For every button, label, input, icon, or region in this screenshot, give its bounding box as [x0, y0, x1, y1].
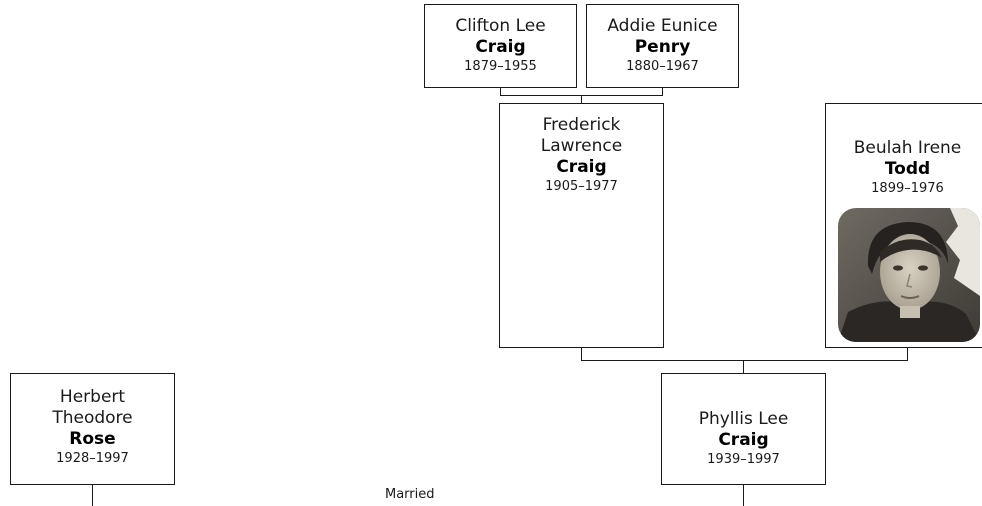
connector-phyllis-down — [743, 484, 744, 506]
given-name: Frederick Lawrence — [540, 115, 623, 156]
life-dates: 1879–1955 — [464, 59, 537, 74]
surname: Penry — [634, 37, 691, 57]
person-card-herbert-theodore-rose[interactable]: Herbert Theodore Rose 1928–1997 — [10, 373, 175, 485]
connector-parents-couple — [581, 360, 908, 361]
life-dates: 1880–1967 — [626, 59, 699, 74]
life-dates: 1939–1997 — [707, 452, 780, 467]
life-dates: 1899–1976 — [871, 181, 944, 196]
surname: Rose — [69, 429, 116, 449]
given-name: Addie Eunice — [607, 16, 718, 36]
surname: Todd — [884, 159, 931, 179]
portrait-photo — [838, 208, 980, 342]
life-dates: 1905–1977 — [545, 179, 618, 194]
person-card-beulah-irene-todd[interactable]: Beulah Irene Todd 1899–1976 — [825, 103, 982, 348]
surname: Craig — [718, 430, 769, 450]
given-name: Clifton Lee — [455, 16, 546, 36]
person-card-phyllis-lee-craig[interactable]: Phyllis Lee Craig 1939–1997 — [661, 373, 826, 485]
connector-herbert-down — [92, 484, 93, 506]
given-name: Beulah Irene — [853, 138, 962, 158]
relationship-label: Married — [385, 487, 435, 502]
given-name: Herbert Theodore — [52, 387, 133, 428]
life-dates: 1928–1997 — [56, 451, 129, 466]
connector-to-frederick — [581, 95, 582, 103]
person-card-clifton-lee-craig[interactable]: Clifton Lee Craig 1879–1955 — [424, 4, 577, 88]
given-name: Phyllis Lee — [698, 409, 789, 429]
person-card-addie-eunice-penry[interactable]: Addie Eunice Penry 1880–1967 — [586, 4, 739, 88]
connector-to-phyllis — [743, 360, 744, 373]
connector-beulah-down — [907, 347, 908, 360]
surname: Craig — [556, 157, 607, 177]
connector-addie-down — [662, 87, 663, 95]
person-card-frederick-lawrence-craig[interactable]: Frederick Lawrence Craig 1905–1977 — [499, 103, 664, 348]
surname: Craig — [475, 37, 526, 57]
portrait-image — [838, 208, 980, 342]
connector-frederick-down — [581, 347, 582, 360]
connector-clifton-down — [500, 87, 501, 95]
